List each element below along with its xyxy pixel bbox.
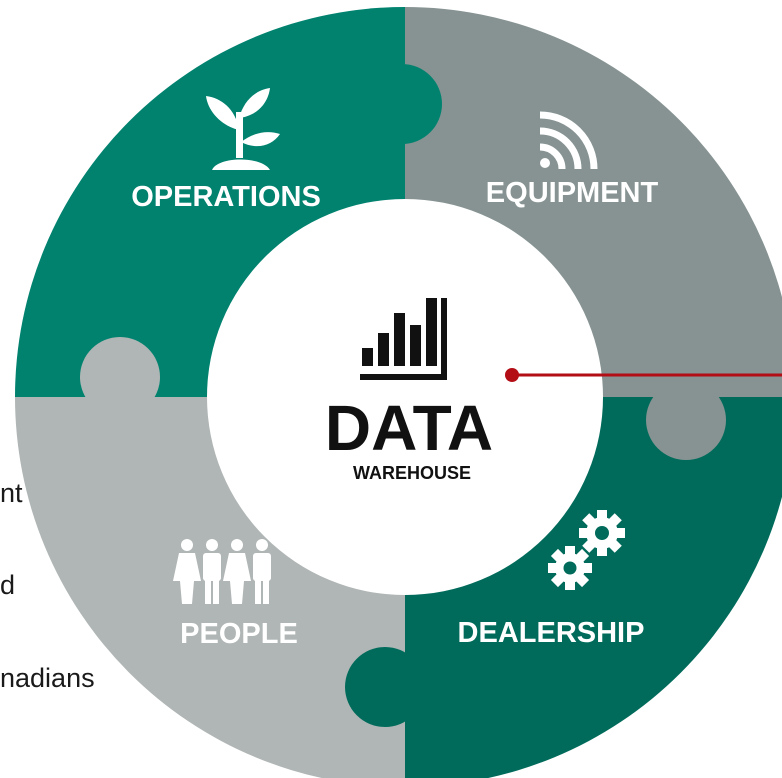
sprout-plant-icon xyxy=(206,88,280,170)
puzzle-knob-people-operations xyxy=(80,337,160,417)
wireless-signal-icon xyxy=(539,111,598,170)
center-subtitle: WAREHOUSE xyxy=(353,463,471,483)
puzzle-knob-equipment-dealership xyxy=(646,380,726,460)
segment-label-people: PEOPLE xyxy=(180,618,298,650)
center-disc xyxy=(207,199,603,595)
left-text-fragment-3: nadians xyxy=(0,663,95,693)
puzzle-knob-operations-equipment xyxy=(362,64,442,144)
bar-chart-icon xyxy=(360,298,447,380)
center-title: DATA xyxy=(325,392,493,464)
left-text-fragment-2: d xyxy=(0,570,16,600)
connector-line xyxy=(505,368,782,382)
gears-icon xyxy=(548,510,625,590)
segment-label-operations: OPERATIONS xyxy=(131,181,321,213)
puzzle-knob-dealership-people xyxy=(345,647,425,727)
people-group-icon xyxy=(173,539,271,604)
left-text-fragment-1: nt xyxy=(0,478,23,508)
segment-label-equipment: EQUIPMENT xyxy=(486,177,659,209)
segment-label-dealership: DEALERSHIP xyxy=(458,617,645,649)
